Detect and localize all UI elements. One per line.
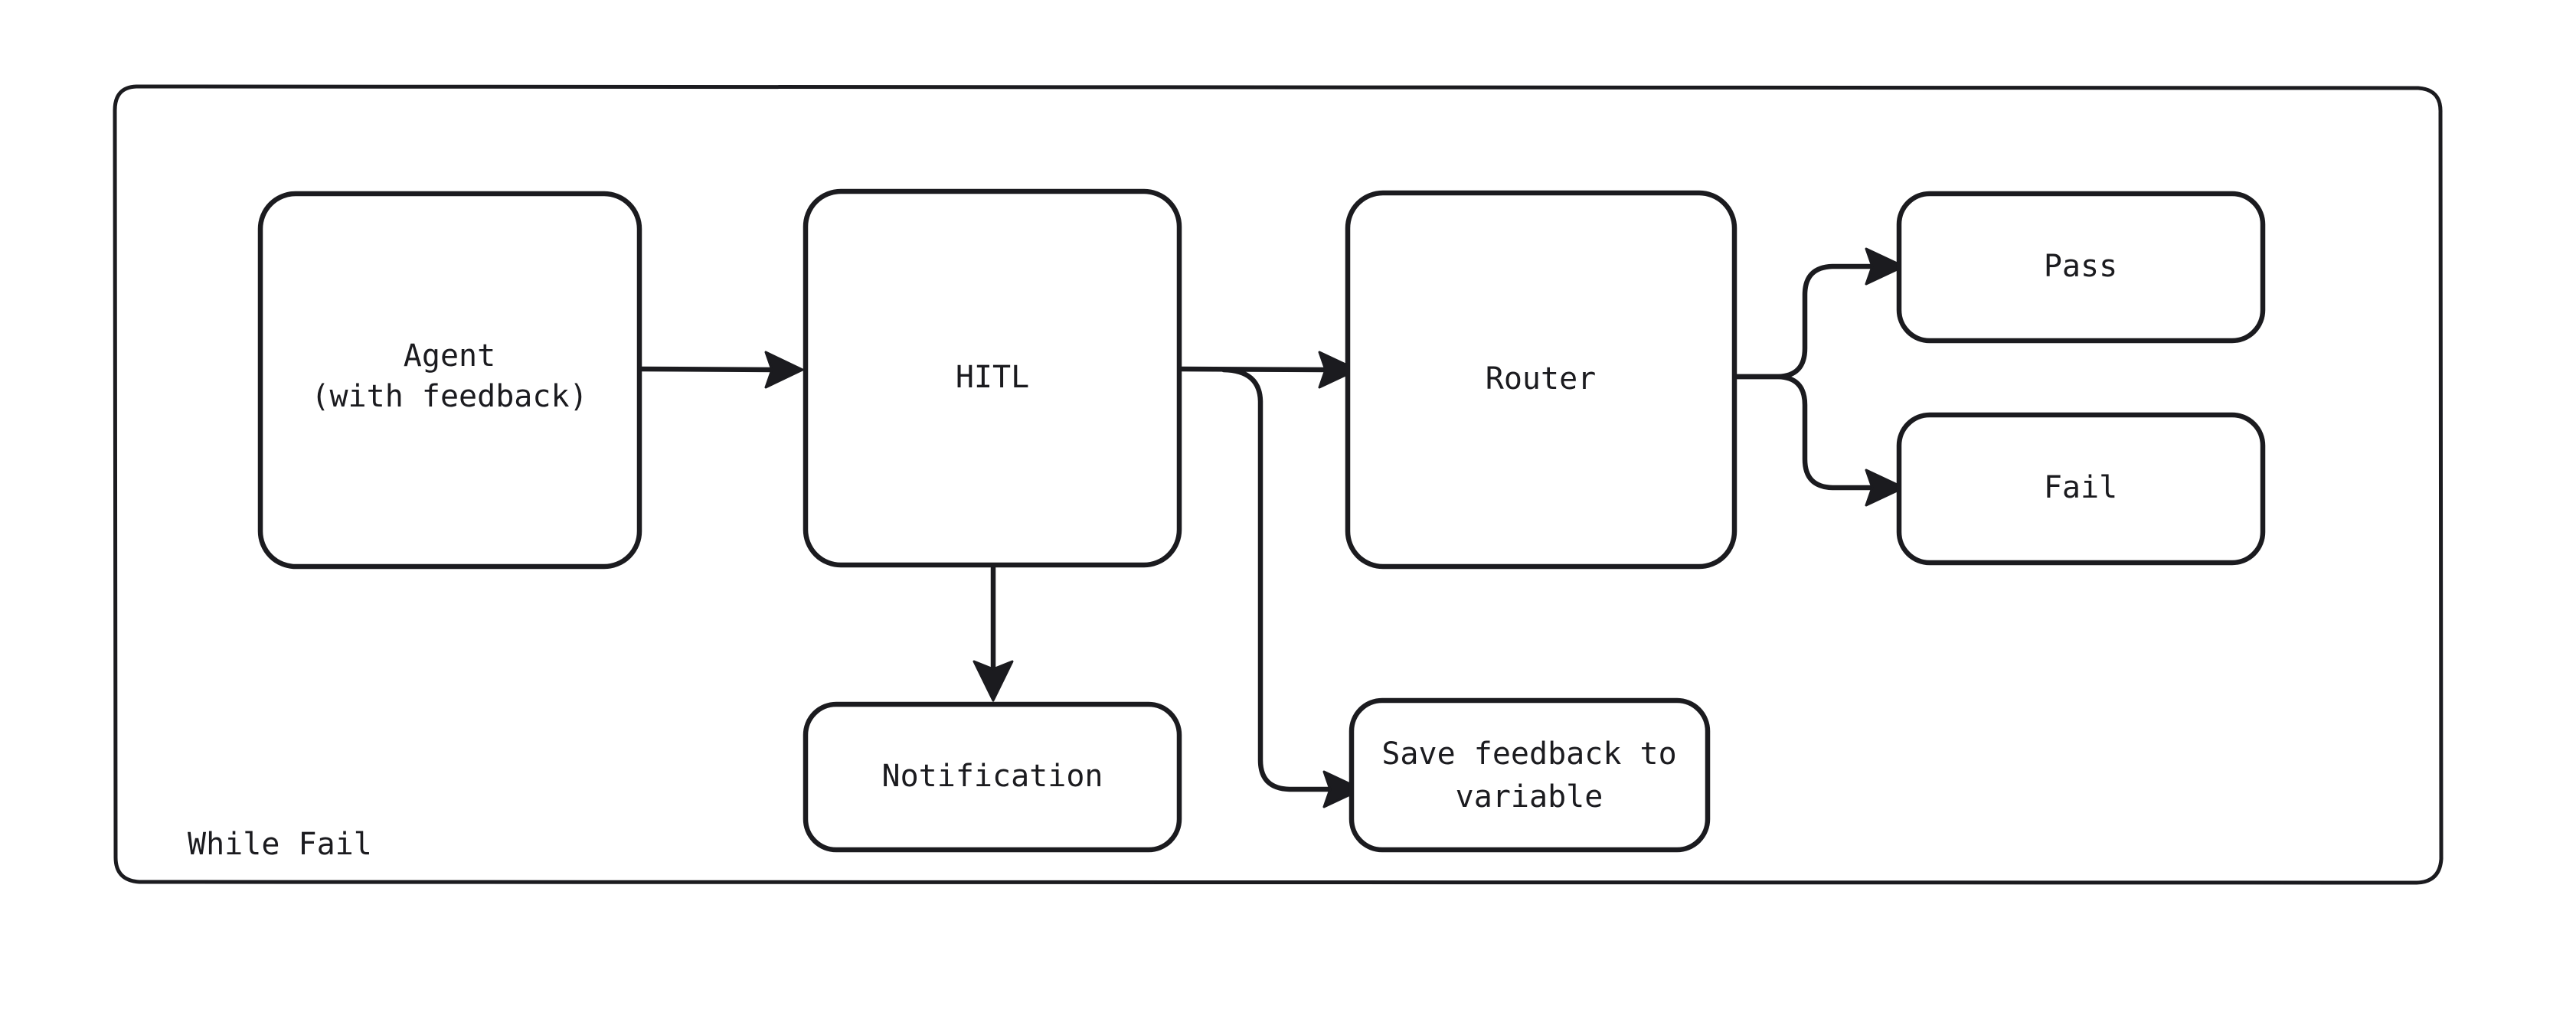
edge-router-to-fail (1733, 374, 1905, 507)
group-frame-border (113, 84, 2444, 885)
node-hitl-label: HITL (956, 360, 1029, 395)
node-notification-label: Notification (882, 759, 1103, 794)
node-save-feedback-box[interactable] (1348, 697, 1711, 853)
group-while-fail: While Fail (113, 84, 2444, 885)
node-save-feedback-label-line-1: Save feedback to (1381, 736, 1676, 772)
node-agent[interactable]: Agent (with feedback) (257, 191, 642, 570)
node-save-feedback-label-line-2: variable (1456, 779, 1603, 815)
node-router[interactable]: Router (1345, 190, 1737, 570)
node-hitl-box[interactable] (803, 188, 1182, 568)
node-router-box[interactable] (1345, 190, 1737, 570)
arrowhead-agent-to-hitl (764, 351, 804, 389)
node-agent-label-line-1: Agent (404, 338, 495, 374)
node-fail-label: Fail (2044, 470, 2117, 505)
node-pass-label: Pass (2044, 249, 2117, 284)
arrowhead-hitl-to-router (1318, 351, 1358, 389)
node-save-feedback[interactable]: Save feedback to variable (1348, 697, 1711, 853)
node-agent-box[interactable] (257, 191, 642, 570)
arrowhead-hitl-to-save-feedback (1322, 770, 1363, 808)
edge-hitl-to-router (1178, 351, 1358, 389)
arrowhead-hitl-to-notification (973, 660, 1014, 702)
arrowhead-router-to-fail (1865, 469, 1905, 507)
group-label-while-fail: While Fail (188, 827, 372, 862)
edge-hitl-to-notification (973, 565, 1014, 702)
node-notification-box[interactable] (803, 701, 1182, 853)
edge-hitl-to-save-feedback (1221, 367, 1363, 808)
node-fail[interactable]: Fail (1896, 412, 2266, 566)
edge-router-to-pass (1733, 247, 1905, 380)
node-pass[interactable]: Pass (1896, 191, 2266, 344)
node-hitl[interactable]: HITL (803, 188, 1182, 568)
arrowhead-router-to-pass (1865, 247, 1905, 286)
node-notification[interactable]: Notification (803, 701, 1182, 853)
node-pass-box[interactable] (1896, 191, 2266, 344)
edge-agent-to-hitl (639, 351, 804, 389)
node-router-label: Router (1486, 361, 1597, 397)
node-agent-label-line-2: (with feedback) (311, 379, 587, 414)
node-fail-box[interactable] (1896, 412, 2266, 566)
